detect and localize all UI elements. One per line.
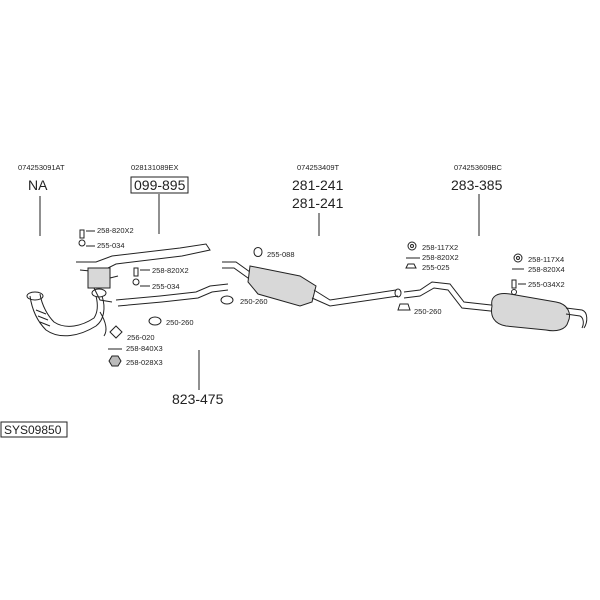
- hanger-ring-icon: [148, 316, 162, 326]
- system-id-box: [0, 421, 68, 438]
- clamp-icon: [405, 263, 417, 269]
- clamp-icon: [78, 229, 86, 247]
- part-label[interactable]: 258-820X2: [97, 226, 134, 235]
- part-label[interactable]: 255-088: [267, 250, 295, 259]
- ref-col-4: 074253609BC: [454, 163, 503, 172]
- part-number-box: [130, 176, 189, 194]
- part-label[interactable]: 258-820X2: [422, 253, 459, 262]
- part-number-col-4[interactable]: 283-385: [451, 177, 503, 193]
- part-label[interactable]: 258-117X4: [528, 255, 564, 264]
- front-pipe: [26, 288, 107, 337]
- centre-silencer: [222, 261, 402, 307]
- catalyst-pipe: [76, 243, 211, 303]
- ref-col-1: 074253091AT: [18, 163, 65, 172]
- clamp-icon: [511, 279, 517, 295]
- part-label[interactable]: 255-034: [97, 241, 125, 250]
- hanger-ring-icon: [397, 303, 411, 311]
- part-label[interactable]: 255-034X2: [528, 280, 565, 289]
- mid-pipe: [99, 283, 229, 337]
- gasket-ring-icon: [513, 253, 523, 263]
- ref-col-3: 074253409T: [297, 163, 340, 172]
- part-number-col-3b[interactable]: 281-241: [292, 195, 344, 211]
- hanger-ring-icon: [220, 295, 234, 305]
- gasket-icon: [109, 325, 123, 339]
- system-id: SYS09850: [4, 423, 62, 437]
- ref-col-2: 028131089EX: [131, 163, 179, 172]
- part-number-col-3[interactable]: 281-241: [292, 177, 344, 193]
- clamp-icon: [132, 267, 140, 286]
- part-label[interactable]: 258-820X4: [528, 265, 565, 274]
- part-label[interactable]: 255-025: [422, 263, 450, 272]
- part-label[interactable]: 258-117X2: [422, 243, 458, 252]
- part-label[interactable]: 256-020: [127, 333, 155, 342]
- part-number-col-2[interactable]: 099-895: [134, 177, 186, 193]
- part-label[interactable]: 250-260: [240, 297, 268, 306]
- part-label[interactable]: 258-840X3: [126, 344, 163, 353]
- part-label[interactable]: 258-820X2: [152, 266, 189, 275]
- rear-silencer: [491, 293, 588, 332]
- part-label[interactable]: 255-034: [152, 282, 180, 291]
- part-number-lower[interactable]: 823-475: [172, 391, 224, 407]
- part-number-col-1[interactable]: NA: [28, 177, 48, 193]
- part-label[interactable]: 250-260: [414, 307, 442, 316]
- hanger-icon: [253, 247, 263, 257]
- part-label[interactable]: 258-028X3: [126, 358, 163, 367]
- part-label[interactable]: 250-260: [166, 318, 194, 327]
- rear-pipe: [403, 281, 501, 313]
- gasket-ring-icon: [407, 241, 417, 251]
- nut-icon: [108, 355, 122, 367]
